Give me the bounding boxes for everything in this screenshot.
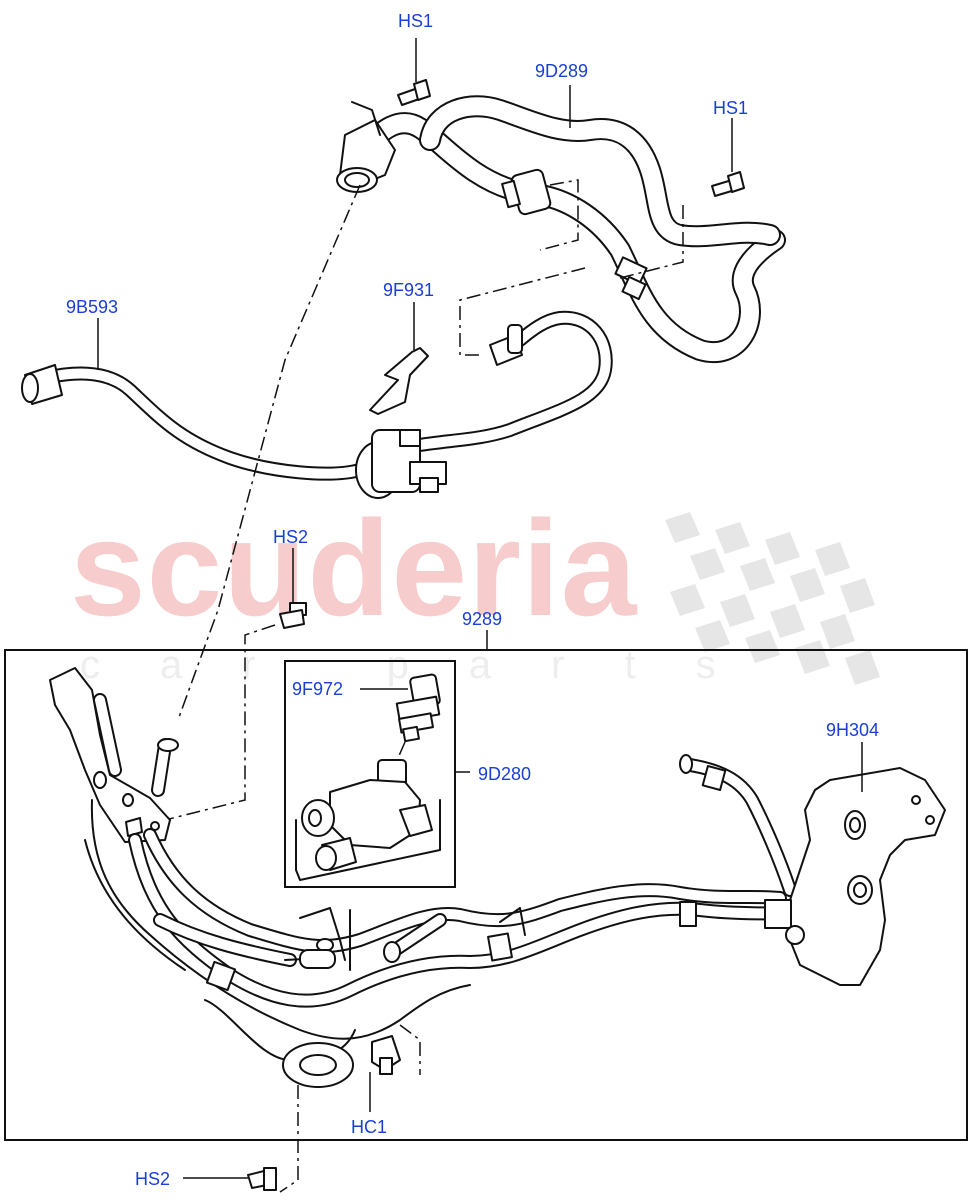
inset-frame-9d280 <box>284 660 456 888</box>
hs2-screw-bottom <box>247 1167 277 1191</box>
hs1-bolt-top <box>397 79 431 106</box>
label-9289: 9289 <box>462 609 503 629</box>
label-9d289: 9D289 <box>535 61 589 81</box>
bracket-9h304 <box>679 754 946 986</box>
label-9b593: 9B593 <box>66 297 119 317</box>
bracket-9f931 <box>369 347 429 415</box>
label-hs2-bottom: HS2 <box>135 1169 171 1189</box>
sensor-9f972 <box>395 673 441 743</box>
hose-9b593 <box>21 310 613 499</box>
label-hc1: HC1 <box>351 1117 388 1137</box>
label-hs2-mid: HS2 <box>273 527 309 547</box>
hs1-bolt-right <box>711 171 745 197</box>
hs2-screw-mid <box>279 602 307 629</box>
label-9d280: 9D280 <box>478 764 532 784</box>
tank-crossover-9289 <box>49 667 797 1088</box>
assembly-frame-9289 <box>4 649 968 1141</box>
hose-9d289 <box>336 95 786 363</box>
housing-9d280 <box>295 741 441 881</box>
label-9f931: 9F931 <box>383 280 435 300</box>
checkered-flag-watermark <box>665 512 880 685</box>
label-9f972: 9F972 <box>292 679 344 699</box>
label-hs1-right: HS1 <box>713 98 749 118</box>
label-9h304: 9H304 <box>826 720 880 740</box>
watermark-brand: scuderia <box>70 492 638 644</box>
label-hs1-top: HS1 <box>398 11 434 31</box>
watermark-sub: car parts <box>80 643 776 687</box>
